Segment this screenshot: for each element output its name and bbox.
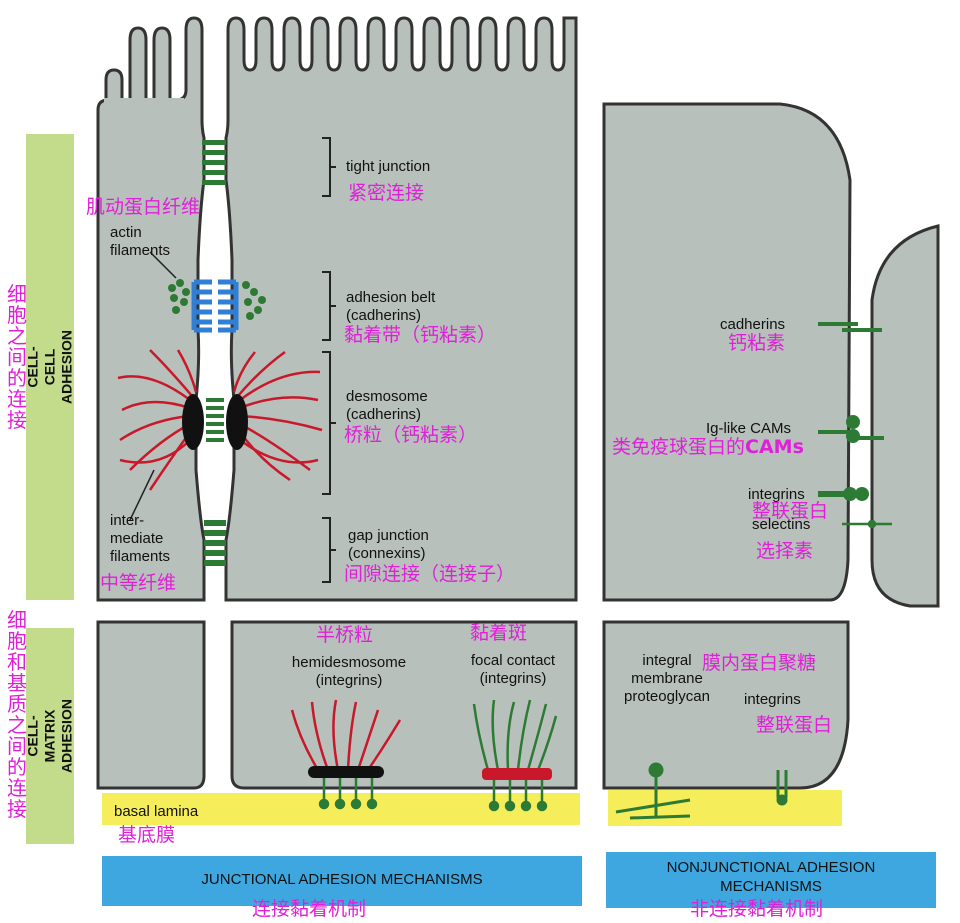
- selectins-label: selectins: [752, 516, 811, 533]
- basal-lamina-label: basal lamina: [114, 803, 199, 820]
- cell-matrix-adhesion-panel: CELL-MATRIX ADHESION: [24, 628, 75, 844]
- matrix-integrins-cn: 整联蛋白: [756, 714, 833, 736]
- matrix-integrin-molecule: [776, 770, 788, 806]
- integrin-molecules: [818, 487, 869, 501]
- focal-contact: [472, 699, 558, 771]
- ig-cam-molecules: [818, 415, 884, 443]
- integrins-cn: 整联蛋白: [752, 500, 829, 522]
- focal-contact-label: focal contact (integrins): [470, 652, 556, 687]
- adhesion-belt-cn: 黏着带（钙粘素）: [344, 324, 497, 346]
- matrix-left-cell: [96, 620, 206, 790]
- actin-filaments-label: actin filaments: [110, 224, 171, 259]
- desmosome-label: desmosome (cadherins): [346, 388, 428, 423]
- gap-junction-cn: 间隙连接（连接子）: [344, 563, 516, 585]
- nonjunctional-footer-bar: NONJUNCTIONAL ADHESION MECHANISMS: [606, 852, 936, 908]
- cell-matrix-cn-label: 细 胞 和 基 质 之 间 的 连 接: [7, 608, 27, 821]
- ig-cams-label: Ig-like CAMs: [706, 420, 792, 437]
- cell-matrix-adhesion-label: CELL-MATRIX ADHESION: [24, 699, 75, 773]
- selectin-molecules: [842, 519, 892, 529]
- actin-pointer: [149, 251, 177, 279]
- nonjunctional-footer-cn: 非连接黏着机制: [690, 898, 824, 920]
- ig-cams-cn-suffix: CAMs: [745, 436, 804, 458]
- ig-cams-cn-prefix: 类免疫球蛋白的: [612, 436, 746, 458]
- nonjunctional-left-cell: [602, 102, 852, 602]
- junction-brackets: [322, 137, 336, 583]
- adhesion-belt-label: adhesion belt (cadherins): [346, 289, 436, 324]
- actin-filaments-cn: 肌动蛋白纤维: [86, 196, 201, 218]
- proteoglycan-cn: 膜内蛋白聚糖: [702, 652, 817, 674]
- desmosome-cn: 桥粒（钙粘素）: [344, 424, 478, 446]
- gap-junction: [204, 520, 226, 566]
- gap-junction-label: gap junction (connexins): [348, 527, 429, 562]
- integrins-label: integrins: [748, 486, 805, 503]
- desmosome: [117, 349, 323, 491]
- hemidesmosome-cn: 半桥粒: [316, 624, 374, 646]
- cell-cell-adhesion-panel: CELL-CELL ADHESION: [24, 134, 75, 600]
- intermediate-filaments-cn: 中等纤维: [100, 572, 177, 594]
- adhesion-belt: [168, 279, 266, 333]
- matrix-nonjunctional-cell: [602, 620, 850, 790]
- junctional-footer-label: JUNCTIONAL ADHESION MECHANISMS: [201, 871, 483, 888]
- proteoglycan-label: integral membrane proteoglycan: [624, 652, 710, 705]
- junctional-footer-bar: JUNCTIONAL ADHESION MECHANISMS: [102, 856, 582, 906]
- intermediate-filaments-label: inter- mediate filaments: [110, 512, 171, 565]
- cadherins-cn: 钙粘素: [728, 332, 786, 354]
- hemidesmosome: [290, 699, 402, 771]
- matrix-integrins-label: integrins: [744, 691, 801, 708]
- focal-contact-cn: 黏着斑: [470, 622, 528, 644]
- nonjunctional-right-cell: [870, 224, 940, 608]
- ig-cams-cn: 类免疫球蛋白的CAMs: [612, 436, 804, 458]
- tight-junction-cn: 紧密连接: [348, 182, 425, 204]
- basal-lamina-cn: 基底膜: [118, 824, 176, 846]
- junctional-footer-cn: 连接黏着机制: [252, 898, 367, 920]
- right-epithelial-cell: [224, 16, 578, 602]
- cell-cell-adhesion-label: CELL-CELL ADHESION: [24, 330, 75, 404]
- selectins-cn: 选择素: [756, 540, 814, 562]
- hemidesmosome-label: hemidesmosome (integrins): [291, 654, 407, 689]
- intermediate-pointer: [129, 469, 155, 521]
- tight-junction-label: tight junction: [346, 158, 431, 175]
- proteoglycan-molecule: [615, 762, 691, 820]
- cadherin-molecules: [818, 322, 882, 332]
- nonjunctional-footer-label: NONJUNCTIONAL ADHESION MECHANISMS: [666, 859, 876, 895]
- cell-cell-cn-label: 细 胞 之 间 的 连 接: [7, 282, 27, 432]
- cadherins-label: cadherins: [720, 316, 786, 333]
- tight-junction: [202, 140, 226, 185]
- matrix-right-cell: [230, 620, 578, 790]
- left-cell-microvilli: [104, 26, 172, 100]
